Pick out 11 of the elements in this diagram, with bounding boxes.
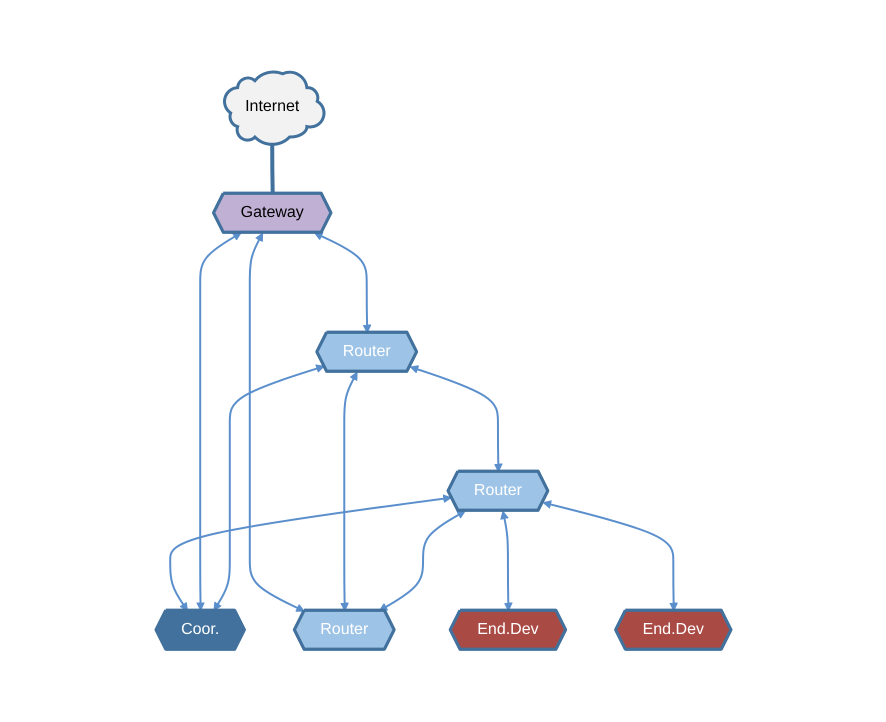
arrow	[314, 232, 371, 334]
arrow	[409, 366, 502, 473]
arrow	[196, 232, 242, 612]
arrow	[378, 510, 466, 612]
arrow	[542, 500, 678, 612]
arrow	[500, 511, 512, 612]
arrow	[248, 233, 304, 612]
connector	[270, 144, 274, 194]
arrow	[213, 364, 324, 612]
arrow	[168, 494, 452, 612]
arrow	[340, 372, 358, 612]
